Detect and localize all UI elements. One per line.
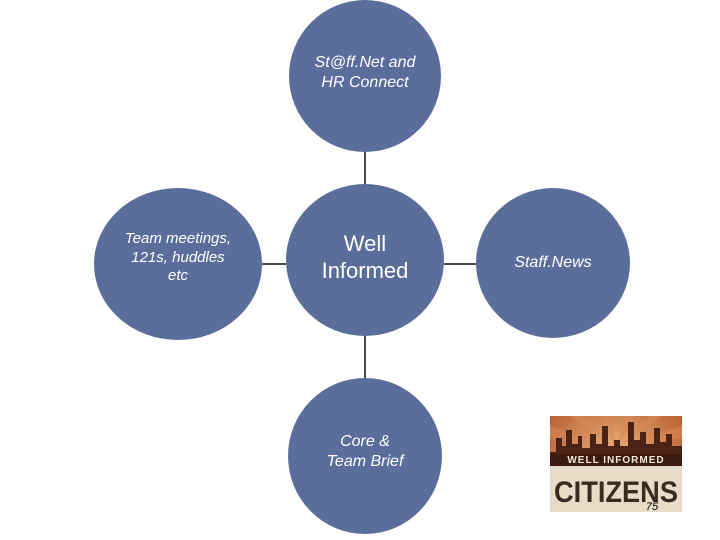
node-right-label: Staff.News — [514, 254, 592, 271]
connector-top — [364, 148, 366, 184]
node-bottom-label: Core & Team Brief — [326, 433, 404, 470]
node-center: Well Informed — [286, 184, 444, 336]
logo-artwork: WELL INFORMED CITIZENS — [550, 416, 682, 512]
well-informed-citizens-logo: WELL INFORMED CITIZENS — [550, 416, 682, 512]
logo-line1: WELL INFORMED — [567, 455, 664, 466]
connector-left — [262, 263, 286, 265]
node-top-label: St@ff.Net and HR Connect — [314, 54, 416, 91]
node-top: St@ff.Net and HR Connect — [289, 0, 441, 152]
logo-line2: CITIZENS — [554, 476, 678, 509]
node-left-label: Team meetings, 121s, huddles etc — [124, 229, 232, 285]
connector-bottom — [364, 332, 366, 380]
node-left: Team meetings, 121s, huddles etc — [94, 188, 262, 340]
node-center-label: Well Informed — [321, 230, 409, 284]
page-number: 75 — [645, 501, 659, 513]
node-bottom: Core & Team Brief — [288, 378, 442, 534]
node-right: Staff.News — [476, 188, 630, 338]
connector-right — [444, 263, 476, 265]
